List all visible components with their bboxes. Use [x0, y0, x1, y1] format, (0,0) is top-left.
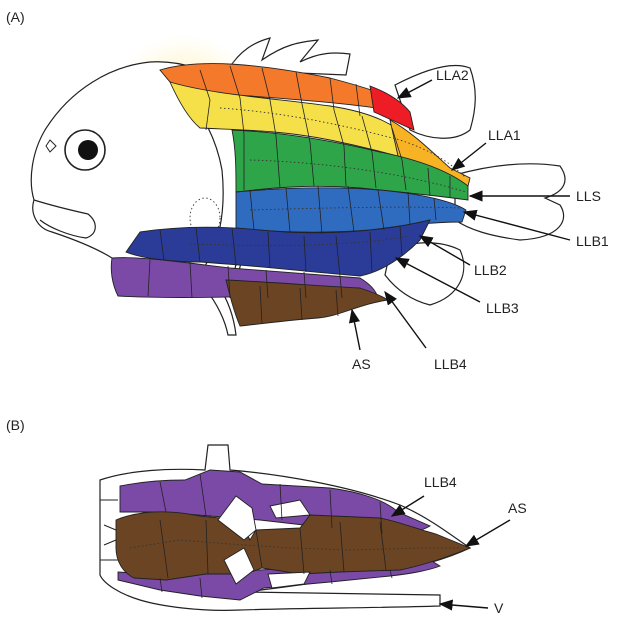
label-lla1: LLA1 — [488, 127, 521, 143]
label-v: V — [494, 600, 504, 616]
caudal-fin — [455, 164, 565, 240]
label-lls: LLS — [576, 188, 601, 204]
arrow-lla1 — [452, 143, 486, 170]
panel-b-label: (B) — [6, 417, 25, 433]
arrow-v — [440, 604, 488, 608]
label-llb2: LLB2 — [474, 262, 507, 278]
label-as-b: AS — [508, 500, 527, 516]
fish-side-view — [31, 35, 565, 335]
label-llb1: LLB1 — [576, 233, 609, 249]
label-as: AS — [352, 356, 371, 372]
ventral-gap-4 — [268, 572, 310, 588]
arrow-as-b — [466, 520, 510, 546]
label-llb4-b: LLB4 — [424, 474, 457, 490]
pupil — [78, 140, 98, 160]
panel-a-label: (A) — [6, 9, 25, 25]
label-llb3: LLB3 — [486, 300, 519, 316]
arrow-as — [352, 310, 360, 350]
fish-ventral-view — [100, 445, 470, 610]
label-lla2: LLA2 — [436, 67, 469, 83]
label-llb4: LLB4 — [434, 356, 467, 372]
